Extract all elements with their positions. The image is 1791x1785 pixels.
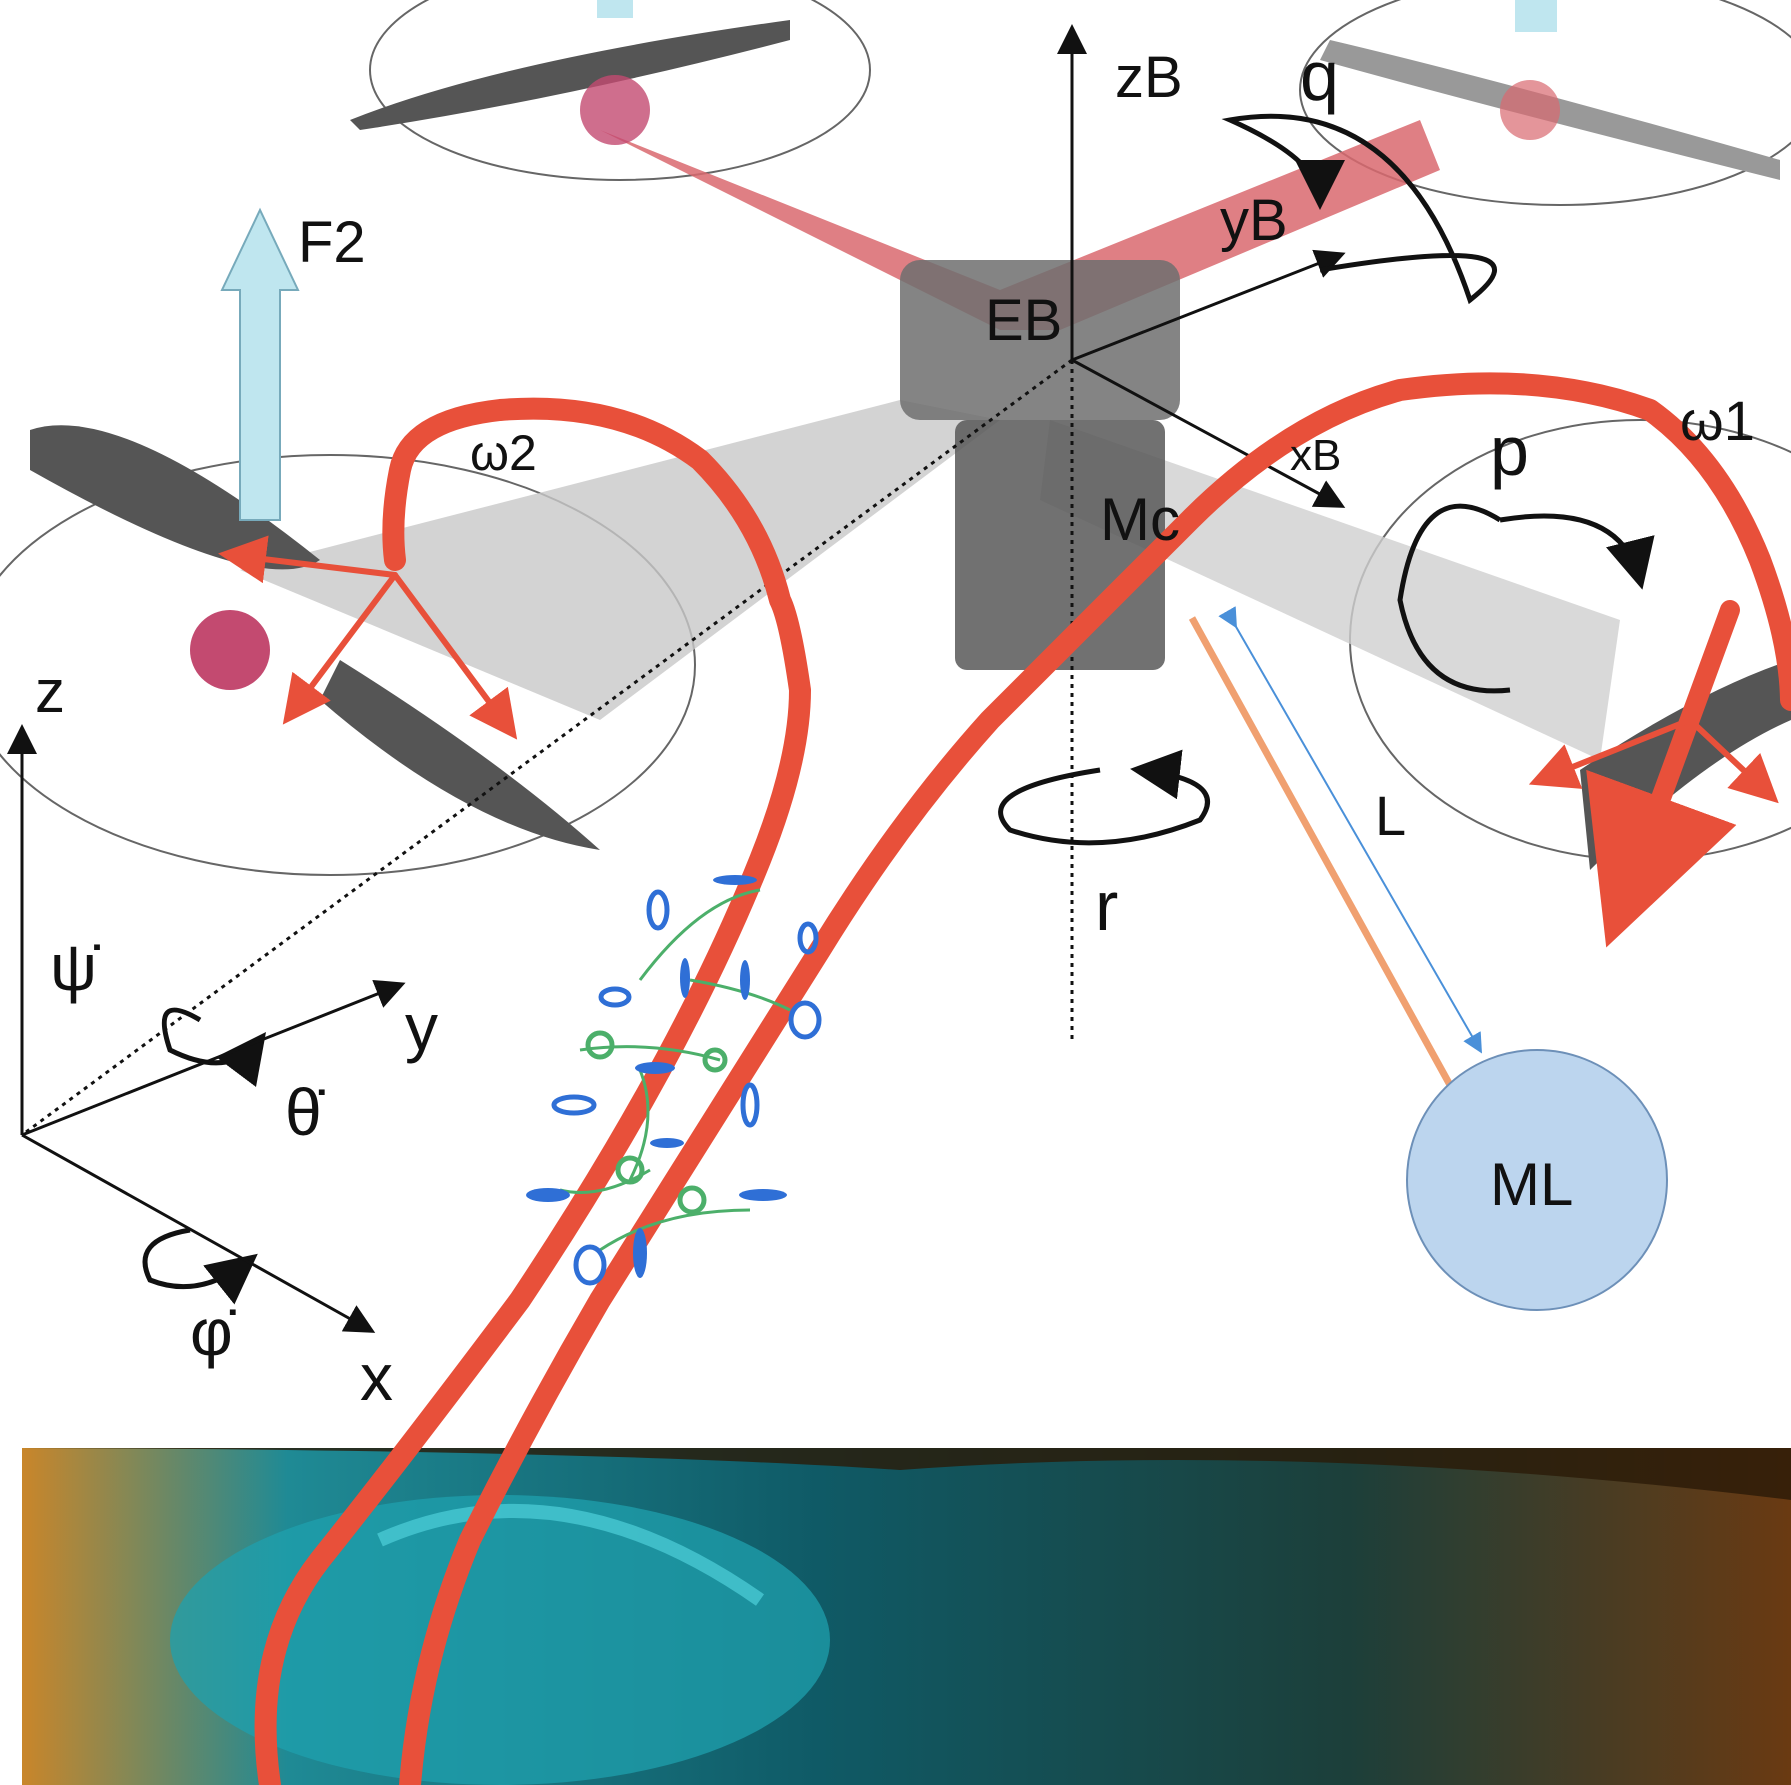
label-y-body: yB [1220,188,1288,253]
label-r: r [1095,867,1118,945]
label-m-load: ML [1490,1151,1573,1218]
label-p: p [1490,412,1529,490]
label-q: q [1300,37,1339,115]
thrust-arrow-f3 [597,0,633,18]
world-axes [6,724,406,1333]
load-mass [1406,1049,1668,1311]
label-z: z [35,658,65,725]
body-axes [21,24,1346,1137]
label-y: y [405,990,438,1064]
label-theta-dot: θ̇ [285,1075,325,1149]
photo-strip [22,1448,1791,1785]
label-omega2: ω2 [470,425,537,481]
thrust-arrow-f2 [220,207,300,521]
label-m-c: Mc [1100,486,1180,553]
tether [1188,616,1454,1087]
molecule-doodle [526,875,822,1286]
label-psi-dot: ψ̇ [50,930,100,1004]
label-x-body: xB [1290,431,1341,480]
label-e-body: EB [985,288,1062,353]
label-phi-dot: φ̇ [190,1295,236,1369]
label-x: x [360,1340,393,1414]
length-arrow [1218,606,1482,1054]
label-omega1: ω1 [1680,389,1755,452]
red-annotation [218,372,1791,1785]
label-f2: F2 [298,210,366,275]
label-length: L [1375,784,1406,847]
thrust-arrow-f4 [1515,0,1557,32]
label-z-body: zB [1115,45,1183,110]
